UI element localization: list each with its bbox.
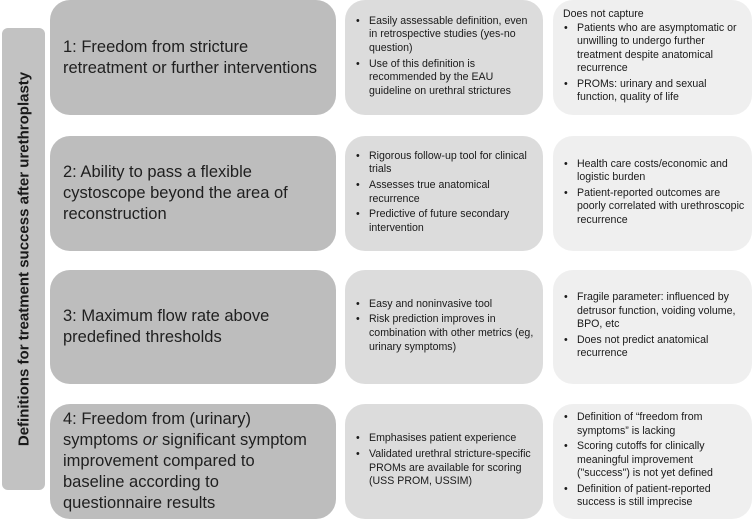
- list-item: Definition of “freedom from symptoms” is…: [564, 411, 746, 438]
- list-item: Emphasises patient experience: [356, 432, 535, 446]
- advantages-list-1: Easily assessable definition, even in re…: [355, 15, 535, 101]
- limitations-list-4: Definition of “freedom from symptoms” is…: [563, 411, 746, 512]
- list-item: Fragile parameter: influenced by detruso…: [564, 291, 746, 332]
- advantages-box-2: Rigorous follow-up tool for clinical tri…: [345, 136, 543, 251]
- limitations-box-2: Health care costs/economic and logistic …: [553, 136, 752, 251]
- definition-box-2: 2: Ability to pass a flexible cystoscope…: [50, 136, 336, 251]
- side-label-box: Definitions for treatment success after …: [2, 28, 45, 490]
- advantages-box-1: Easily assessable definition, even in re…: [345, 0, 543, 115]
- list-item: Health care costs/economic and logistic …: [564, 158, 746, 185]
- list-item: Use of this definition is recommended by…: [356, 58, 535, 99]
- list-item: PROMs: urinary and sexual function, qual…: [564, 78, 746, 105]
- definition-text: 4: Freedom from (urinary) symptoms: [63, 410, 251, 449]
- definition-title-3: 3: Maximum flow rate above predefined th…: [63, 307, 270, 346]
- definition-title-1: 1: Freedom from stricture retreatment or…: [63, 37, 318, 77]
- limitations-box-3: Fragile parameter: influenced by detruso…: [553, 270, 752, 384]
- limitations-box-4: Definition of “freedom from symptoms” is…: [553, 404, 752, 519]
- side-label: Definitions for treatment success after …: [15, 71, 32, 447]
- list-item: Patients who are asymptomatic or unwilli…: [564, 22, 746, 76]
- list-item: Does not predict anatomical recurrence: [564, 334, 746, 361]
- list-item: Predictive of future secondary intervent…: [356, 208, 535, 235]
- definition-box-4: 4: Freedom from (urinary) symptoms or si…: [50, 404, 336, 519]
- limitations-list-1: Patients who are asymptomatic or unwilli…: [563, 22, 746, 106]
- limitations-lead-1: Does not capture: [563, 7, 644, 20]
- limitations-list-2: Health care costs/economic and logistic …: [563, 158, 746, 230]
- list-item: Patient-reported outcomes are poorly cor…: [564, 187, 746, 228]
- advantages-list-2: Rigorous follow-up tool for clinical tri…: [355, 150, 535, 238]
- definition-title-4: 4: Freedom from (urinary) symptoms or si…: [63, 409, 320, 514]
- list-item: Risk prediction improves in combination …: [356, 313, 535, 354]
- list-item: Assesses true anatomical recurrence: [356, 179, 535, 206]
- list-item: Easily assessable definition, even in re…: [356, 15, 535, 56]
- list-item: Rigorous follow-up tool for clinical tri…: [356, 150, 535, 177]
- advantages-list-3: Easy and noninvasive tool Risk predictio…: [355, 298, 535, 356]
- advantages-box-4: Emphasises patient experience Validated …: [345, 404, 543, 519]
- definition-box-3: 3: Maximum flow rate above predefined th…: [50, 270, 336, 384]
- definition-box-1: 1: Freedom from stricture retreatment or…: [50, 0, 336, 115]
- limitations-list-3: Fragile parameter: influenced by detruso…: [563, 291, 746, 363]
- advantages-box-3: Easy and noninvasive tool Risk predictio…: [345, 270, 543, 384]
- definition-emphasis: or: [142, 431, 158, 449]
- list-item: Scoring cutoffs for clinically meaningfu…: [564, 440, 746, 481]
- advantages-list-4: Emphasises patient experience Validated …: [355, 432, 535, 490]
- limitations-box-1: Does not capture Patients who are asympt…: [553, 0, 752, 115]
- definition-title-2: 2: Ability to pass a flexible cystoscope…: [63, 163, 288, 223]
- list-item: Definition of patient-reported success i…: [564, 483, 746, 510]
- list-item: Easy and noninvasive tool: [356, 298, 535, 312]
- list-item: Validated urethral stricture-specific PR…: [356, 448, 535, 489]
- definition-text: significant symptom improvement compared…: [63, 431, 307, 512]
